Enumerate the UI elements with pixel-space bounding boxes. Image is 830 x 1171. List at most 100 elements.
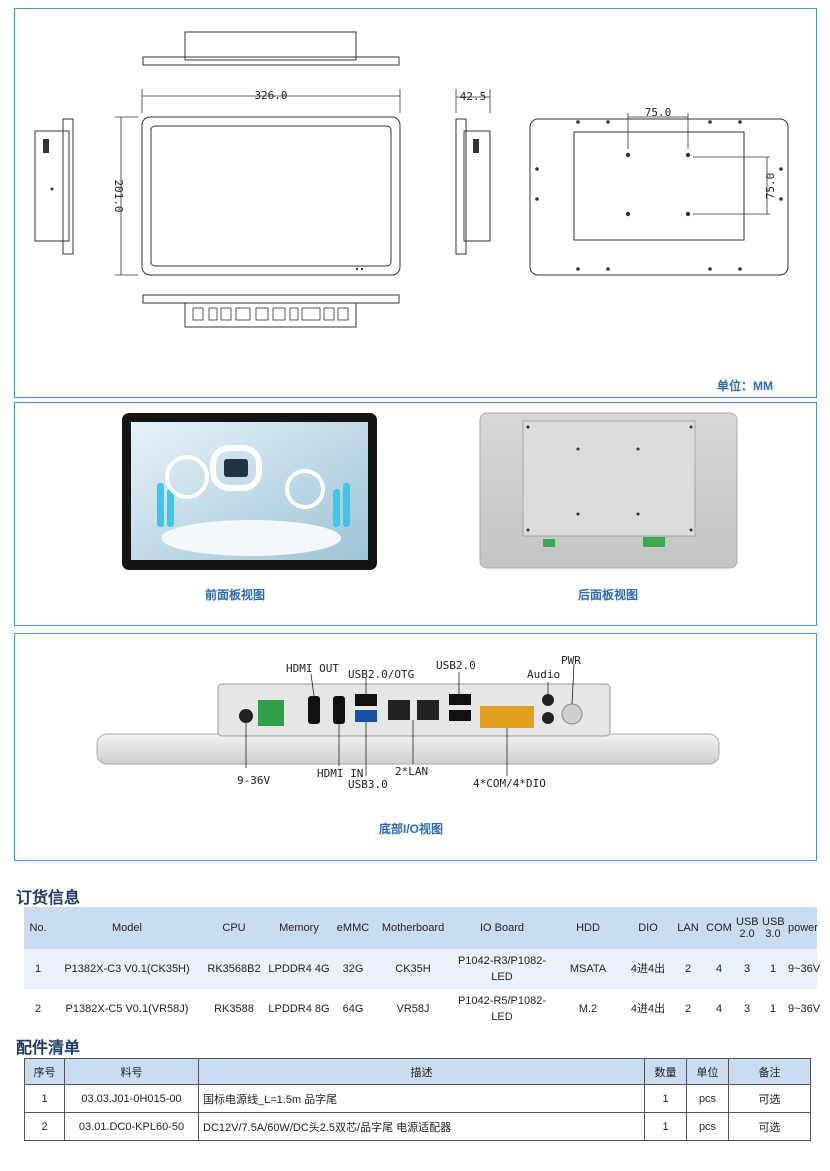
front-panel-caption: 前面板视图 (205, 588, 266, 602)
order-cell: RK3588 (202, 989, 266, 1029)
lan-label: 2*LAN (395, 765, 428, 778)
order-header: USB 2.0 (734, 907, 760, 949)
hdmi-out-label: HDMI OUT (286, 662, 339, 675)
order-cell: P1042-R5/P1082-LED (452, 989, 552, 1029)
acc-cell: 国标电源线_L=1.5m 品字尾 (198, 1084, 645, 1113)
io-caption: 底部I/O视图 (379, 822, 444, 836)
acc-header: 料号 (64, 1058, 199, 1085)
table-row: 2 03.01.DC0-KPL60-50 DC12V/7.5A/60W/DC头2… (24, 1112, 811, 1141)
acc-cell: pcs (686, 1112, 729, 1141)
hdmi-out-port (308, 696, 320, 724)
order-header: eMMC (332, 907, 374, 949)
dim-vesa-v-label: 75.0 (764, 173, 777, 200)
acc-cell: 1 (644, 1084, 687, 1113)
io-view: HDMI OUT USB2.0/OTG USB2.0 Audio PWR 9-3… (96, 654, 720, 791)
back-panel-caption: 后面板视图 (578, 588, 639, 602)
order-header: IO Board (452, 907, 552, 949)
order-cell: 3 (734, 949, 760, 989)
accessories-header-row: 序号 料号 描述 数量 单位 备注 (24, 1058, 811, 1085)
table-row: 1 P1382X-C3 V0.1(CK35H) RK3568B2 LPDDR4 … (24, 949, 820, 989)
table-row: 1 03.03.J01-0H015-00 国标电源线_L=1.5m 品字尾 1 … (24, 1084, 811, 1113)
hdmi-in-port (333, 696, 345, 724)
order-cell: 4进4出 (624, 949, 672, 989)
accessories-table: 序号 料号 描述 数量 单位 备注 1 03.03.J01-0H015-00 国… (24, 1058, 811, 1141)
acc-cell: 可选 (728, 1112, 811, 1141)
acc-header: 备注 (728, 1058, 811, 1085)
acc-cell: 可选 (728, 1084, 811, 1113)
order-cell: P1382X-C5 V0.1(VR58J) (52, 989, 202, 1029)
order-cell: 1 (24, 949, 52, 989)
order-cell: 2 (24, 989, 52, 1029)
hdmi-in-label: HDMI IN (317, 767, 363, 780)
order-header: DIO (624, 907, 672, 949)
order-table: No. Model CPU Memory eMMC Motherboard IO… (24, 907, 820, 1029)
order-cell: 1 (760, 989, 786, 1029)
dc-in-label: 9-36V (237, 774, 270, 787)
acc-header: 描述 (198, 1058, 645, 1085)
order-cell: 2 (672, 949, 704, 989)
order-cell: 3 (734, 989, 760, 1029)
pwr-label: PWR (561, 654, 581, 667)
order-cell: CK35H (374, 949, 452, 989)
com-dio-terminal (480, 706, 534, 728)
acc-header: 数量 (644, 1058, 687, 1085)
usb20-port-2 (449, 710, 471, 721)
accessories-title: 配件清单 (16, 1040, 81, 1057)
order-cell: 4 (704, 949, 734, 989)
order-cell: P1042-R3/P1082-LED (452, 949, 552, 989)
audio-label: Audio (527, 668, 560, 681)
order-header-row: No. Model CPU Memory eMMC Motherboard IO… (24, 907, 818, 949)
order-info-title: 订货信息 (16, 890, 81, 907)
order-cell: 1 (760, 949, 786, 989)
order-cell: 9~36V (786, 949, 820, 989)
usb20-label: USB2.0 (436, 659, 476, 672)
order-cell: P1382X-C3 V0.1(CK35H) (52, 949, 202, 989)
order-cell: 32G (332, 949, 374, 989)
order-cell: 2 (672, 989, 704, 1029)
usb30-port (355, 710, 377, 722)
photo-panel: 前面板视图 后面板视图 (14, 402, 817, 626)
audio-jack (542, 694, 554, 706)
order-cell: MSATA (552, 949, 624, 989)
acc-header: 序号 (24, 1058, 65, 1085)
dim-vesa-h-label: 75.0 (645, 106, 672, 119)
order-cell: LPDDR4 4G (266, 949, 332, 989)
order-cell: M.2 (552, 989, 624, 1029)
order-cell: 64G (332, 989, 374, 1029)
order-header: COM (704, 907, 734, 949)
acc-cell: DC12V/7.5A/60W/DC头2.5双芯/品字尾 电源适配器 (198, 1112, 645, 1141)
order-header: LAN (672, 907, 704, 949)
dim-depth-label: 42.5 (460, 90, 487, 103)
dc-terminal-port (258, 700, 284, 726)
order-header: Memory (266, 907, 332, 949)
product-photos (122, 412, 738, 570)
dim-width-label: 326.0 (254, 89, 287, 102)
order-cell: 4进4出 (624, 989, 672, 1029)
acc-cell: 03.03.J01-0H015-00 (64, 1084, 199, 1113)
order-cell: RK3568B2 (202, 949, 266, 989)
order-header: No. (24, 907, 52, 949)
usb20-otg-port (355, 694, 377, 706)
usb30-label: USB3.0 (348, 778, 388, 791)
usb20-otg-label: USB2.0/OTG (348, 668, 414, 681)
unit-label: 单位：MM (717, 379, 773, 393)
order-header: HDD (552, 907, 624, 949)
acc-cell: 03.01.DC0-KPL60-50 (64, 1112, 199, 1141)
audio-jack-2 (542, 712, 554, 724)
order-header: Motherboard (374, 907, 452, 949)
acc-cell: 2 (24, 1112, 65, 1141)
usb20-port-1 (449, 694, 471, 705)
io-panel: HDMI OUT USB2.0/OTG USB2.0 Audio PWR 9-3… (14, 633, 817, 861)
com-dio-label: 4*COM/4*DIO (473, 777, 546, 790)
order-header: power (786, 907, 818, 949)
order-cell: LPDDR4 8G (266, 989, 332, 1029)
order-header: Model (52, 907, 202, 949)
back-panel-photo (479, 412, 738, 569)
acc-cell: 1 (644, 1112, 687, 1141)
dc-jack-port (239, 709, 253, 723)
lan-port-2 (417, 700, 439, 720)
power-button (561, 703, 583, 725)
front-panel-photo (122, 413, 377, 570)
dim-height-label: 201.0 (112, 179, 125, 212)
order-header: USB 3.0 (760, 907, 786, 949)
